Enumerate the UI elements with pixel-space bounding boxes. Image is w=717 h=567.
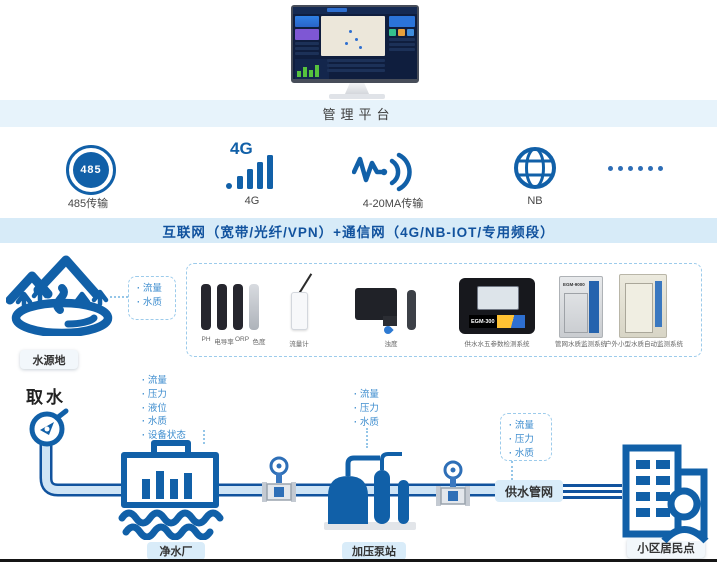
orp-probe bbox=[233, 284, 243, 330]
conductivity-probe bbox=[217, 284, 227, 330]
outdoor-cabinet-stripe bbox=[655, 281, 662, 327]
metric-item: 流量 bbox=[142, 374, 186, 388]
bottom-divider bbox=[0, 559, 717, 562]
turbidity-probe bbox=[407, 290, 416, 330]
main-pipe bbox=[39, 440, 556, 497]
network-banner-text: 互联网（宽带/光纤/VPN）+通信网（4G/NB-IOT/专用频段） bbox=[162, 224, 555, 240]
turbidity-sensor-step bbox=[383, 316, 397, 326]
plant-metrics: 流量 压力 液位 水质 设备状态 bbox=[142, 374, 186, 443]
pump-station-icon bbox=[324, 452, 416, 530]
dashboard-screen bbox=[291, 5, 419, 83]
pump-connector-dotted bbox=[366, 428, 368, 448]
panel-label: 供水水五参数检测系统 bbox=[464, 341, 530, 348]
dashboard-topbar bbox=[293, 7, 417, 14]
monitor-base bbox=[329, 94, 385, 99]
five-parameter-panel-device: EGM-300 bbox=[459, 278, 535, 334]
metric-item: 设备状态 bbox=[142, 429, 186, 443]
flow-meter-label: 流量计 bbox=[289, 341, 309, 348]
network-banner: 互联网（宽带/光纤/VPN）+通信网（4G/NB-IOT/专用频段） bbox=[0, 218, 717, 243]
metric-item: 流量 bbox=[509, 419, 551, 433]
485-label: 485传输 bbox=[67, 198, 109, 210]
metric-item: 水质 bbox=[354, 416, 379, 430]
panel-screen bbox=[477, 286, 519, 310]
4g-signal-icon: 4G bbox=[224, 139, 280, 191]
supply-line bbox=[558, 496, 622, 499]
monitor-stand bbox=[345, 83, 369, 94]
dashboard-topbar-tab bbox=[327, 8, 347, 12]
equipment-box: PH 电导率 ORP 色度 流量计 浊度 EGM-300 供水水五参数检测系统 … bbox=[186, 263, 702, 357]
metric-item: 水质 bbox=[137, 296, 175, 310]
ph-probe bbox=[201, 284, 211, 330]
outdoor-monitor-cabinet bbox=[619, 274, 667, 338]
water-plant-badge: 净水厂 bbox=[147, 542, 205, 560]
probe-label: 电导率 bbox=[214, 339, 234, 346]
dashboard-bar-chart bbox=[295, 59, 329, 79]
analog-wave-icon bbox=[352, 152, 412, 192]
turbidity-sensor-body bbox=[355, 288, 397, 320]
turbidity-label: 浊度 bbox=[384, 341, 398, 348]
cabinet-marking: EGM-9000 bbox=[563, 282, 585, 287]
panel-marking: EGM-300 bbox=[469, 315, 497, 328]
pipe-flow-meter-icon bbox=[436, 460, 470, 506]
platform-band bbox=[0, 100, 717, 127]
globe-icon bbox=[514, 147, 556, 189]
metric-item: 水质 bbox=[509, 447, 551, 461]
intake-label: 取水 bbox=[26, 388, 66, 407]
supply-line bbox=[558, 484, 622, 487]
cabinet-door bbox=[564, 293, 588, 333]
pipe-network-monitor-cabinet: EGM-9000 bbox=[559, 276, 603, 338]
4g-label: 4G bbox=[244, 195, 260, 207]
probe-label: ORP bbox=[234, 336, 250, 343]
metric-item: 液位 bbox=[142, 402, 186, 416]
cabinet-label: 管网水质监测系统 bbox=[555, 341, 607, 348]
metric-item: 流量 bbox=[137, 282, 175, 296]
platform-label: 管理平台 bbox=[322, 107, 395, 122]
network-connector-dotted bbox=[511, 461, 513, 480]
ellipsis-dots-icon bbox=[608, 166, 663, 171]
probe-label: PH bbox=[201, 336, 211, 343]
pump-station-badge: 加压泵站 bbox=[342, 542, 406, 560]
probe-label: 色度 bbox=[252, 339, 266, 346]
intake-pump-icon bbox=[29, 408, 69, 447]
nb-label: NB bbox=[527, 195, 543, 207]
panel-stripe: EGM-300 bbox=[469, 315, 525, 328]
metric-item: 压力 bbox=[354, 402, 379, 416]
cabinet-stripe bbox=[589, 281, 599, 333]
person-icon bbox=[667, 487, 701, 521]
source-metrics-box: 流量 水质 bbox=[128, 276, 176, 320]
water-source-icon bbox=[6, 255, 113, 336]
metric-item: 流量 bbox=[354, 388, 379, 402]
metric-item: 压力 bbox=[509, 433, 551, 447]
turbidity-drop bbox=[382, 324, 394, 336]
residential-building-icon bbox=[622, 444, 709, 544]
dashboard-right-panel bbox=[389, 16, 415, 53]
pump-metrics: 流量 压力 水质 bbox=[354, 388, 379, 429]
metric-item: 水质 bbox=[142, 415, 186, 429]
4-20ma-label: 4-20MA传输 bbox=[362, 198, 424, 210]
color-probe bbox=[249, 284, 259, 330]
pipe-network-badge: 供水管网 bbox=[495, 480, 563, 502]
source-connector-dotted bbox=[110, 296, 128, 298]
flow-meter-device bbox=[291, 292, 308, 330]
pipe-flow-meter-icon bbox=[262, 456, 296, 502]
plant-connector-dotted bbox=[203, 430, 205, 444]
water-plant-icon bbox=[118, 440, 224, 540]
residential-badge: 小区居民点 bbox=[627, 538, 705, 558]
dashboard-left-panel bbox=[295, 16, 319, 57]
485-circle-icon: 485 bbox=[66, 145, 116, 195]
water-source-badge: 水源地 bbox=[20, 350, 78, 369]
management-dashboard-monitor bbox=[291, 5, 423, 99]
outdoor-cabinet-door bbox=[625, 283, 653, 333]
metric-item: 压力 bbox=[142, 388, 186, 402]
dashboard-table-rows bbox=[327, 59, 385, 74]
dashboard-map bbox=[321, 16, 385, 56]
supply-line bbox=[558, 490, 622, 493]
network-metrics-box: 流量 压力 水质 bbox=[500, 413, 552, 461]
outdoor-cabinet-label: 户外小型水质自动监测系统 bbox=[605, 341, 683, 348]
